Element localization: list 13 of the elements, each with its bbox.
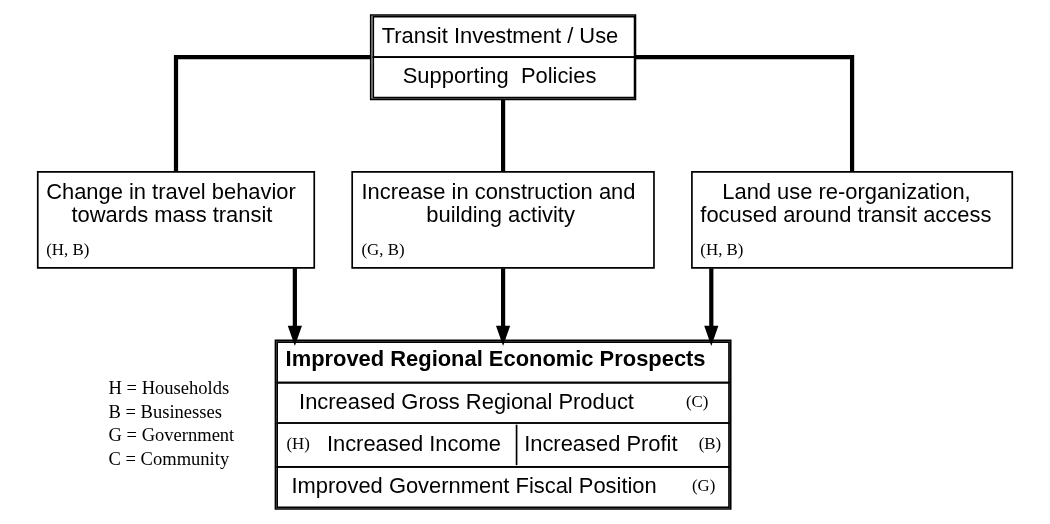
arrow [704,268,719,347]
label: C = Community [108,447,230,469]
connector [173,55,371,172]
node-box: Land use re-organization, focused around transit access (H, B) [691,170,1014,269]
label: B = Businesses [108,400,222,422]
node-box: Change in travel behavior towards mass transit (H, B) [36,170,316,269]
arrow [287,268,302,347]
label: G = Government [108,424,235,446]
connector [635,55,855,172]
node-box: Increase in construction and building activity (G, B) [351,170,655,269]
arrow [495,268,511,347]
connector [500,99,506,172]
label: H = Households [108,377,230,399]
